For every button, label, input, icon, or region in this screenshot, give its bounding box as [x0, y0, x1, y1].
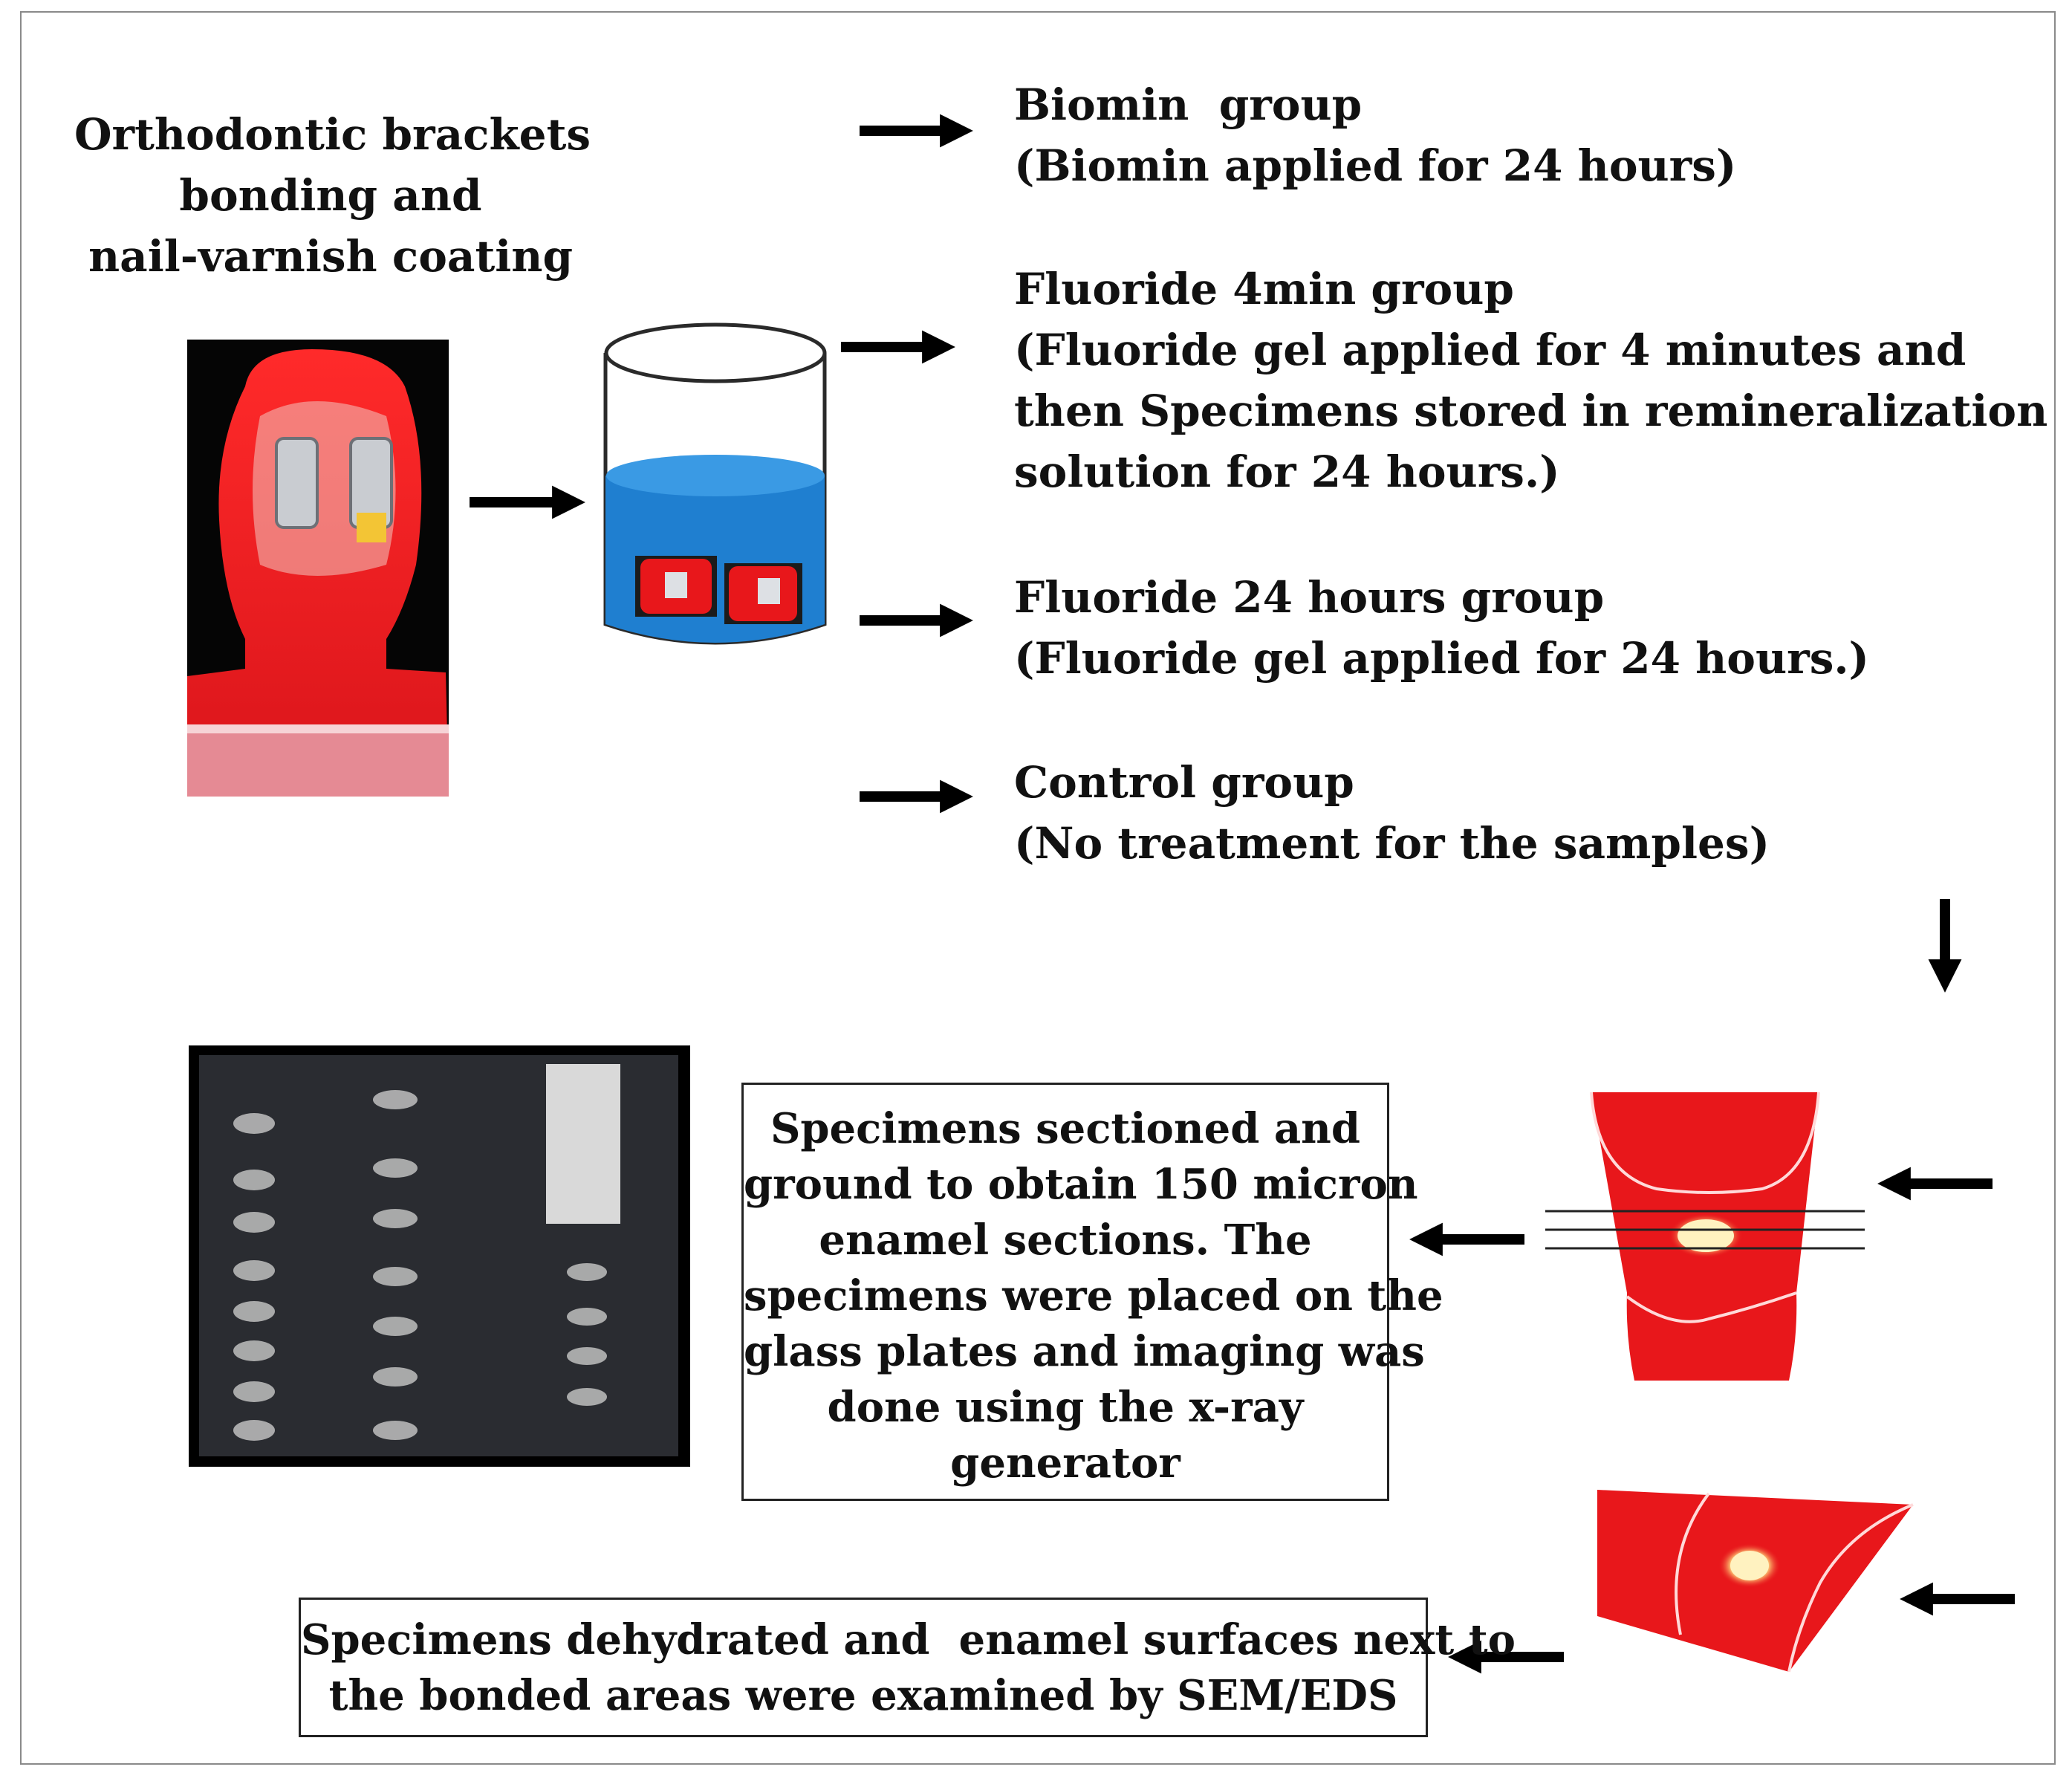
- tooth-section-icon: [1545, 1092, 1865, 1381]
- group-fluoride-4min: Fluoride 4min group (Fluoride gel applie…: [1014, 259, 2047, 502]
- group-detail: (Fluoride gel applied for 4 minutes and: [1014, 325, 1967, 375]
- group-detail: (No treatment for the samples): [1014, 818, 1770, 869]
- group-control: Control group (No treatment for the samp…: [1014, 752, 1770, 874]
- diagram-frame: [20, 11, 2056, 1765]
- sectioning-step-text: Specimens sectioned and ground to obtain…: [744, 1101, 1443, 1491]
- group-name: Fluoride 4min group: [1014, 264, 1514, 314]
- bracket-specimen-photo: [187, 340, 449, 797]
- box-line: ground to obtain 150 micron: [744, 1160, 1418, 1209]
- group-detail: (Biomin applied for 24 hours): [1014, 140, 1737, 191]
- box-line: Specimens sectioned and: [770, 1104, 1361, 1153]
- group-name: Fluoride 24 hours group: [1014, 572, 1605, 623]
- sem-step-text: Specimens dehydrated and enamel surfaces…: [301, 1612, 1516, 1724]
- beaker-icon: [603, 322, 827, 645]
- box-line: Specimens dehydrated and enamel surfaces…: [301, 1615, 1516, 1664]
- box-line: specimens were placed on the: [744, 1271, 1443, 1320]
- group-detail: solution for 24 hours.): [1014, 447, 1560, 497]
- start-label-line: bonding and: [179, 170, 482, 221]
- box-line: generator: [950, 1439, 1180, 1488]
- start-label: Orthodontic brackets bonding and nail-va…: [74, 104, 591, 287]
- group-biomin: Biomin group (Biomin applied for 24 hour…: [1014, 74, 1736, 196]
- enamel-slice-icon: [1597, 1490, 1914, 1673]
- group-detail: (Fluoride gel applied for 24 hours.): [1014, 633, 1869, 684]
- box-line: done using the x-ray: [827, 1383, 1304, 1432]
- group-detail: then Specimens stored in remineralizatio…: [1014, 386, 2048, 436]
- group-name: Biomin group: [1014, 80, 1363, 130]
- specimen-in-solution: [724, 563, 802, 624]
- start-label-line: nail-varnish coating: [88, 231, 574, 282]
- glass-plate-image: [189, 1045, 690, 1467]
- group-fluoride-24h: Fluoride 24 hours group (Fluoride gel ap…: [1014, 567, 1869, 689]
- box-line: glass plates and imaging was: [744, 1327, 1425, 1376]
- box-line: enamel sections. The: [819, 1216, 1312, 1265]
- specimen-in-solution: [635, 556, 717, 617]
- sem-step-box: Specimens dehydrated and enamel surfaces…: [299, 1598, 1516, 1737]
- group-name: Control group: [1014, 757, 1354, 808]
- start-label-line: Orthodontic brackets: [74, 109, 591, 160]
- box-line: the bonded areas were examined by SEM/ED…: [328, 1671, 1398, 1720]
- sectioning-step-box: Specimens sectioned and ground to obtain…: [741, 1083, 1443, 1501]
